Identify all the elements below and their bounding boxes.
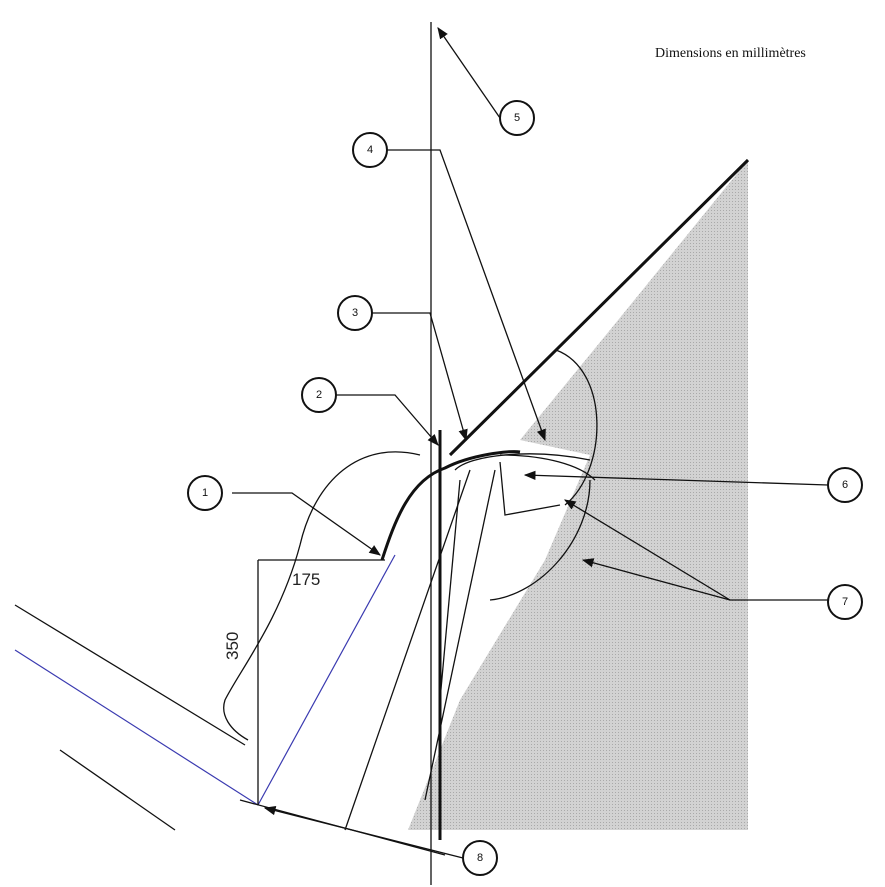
svg-text:4: 4: [367, 144, 373, 156]
head-contour: [223, 451, 421, 741]
slanted-plate-b: [424, 469, 496, 801]
dim-height-label: 350: [223, 632, 242, 660]
radius-arc-inner: [499, 454, 596, 481]
units-note: Dimensions en millimètres: [655, 46, 806, 61]
construction-line-a: [257, 554, 396, 806]
leader-3: [372, 312, 468, 442]
construction-line-b: [14, 649, 259, 806]
callout-8: 8: [462, 840, 498, 876]
arm-line-a: [14, 604, 246, 746]
radius-arc-large: [555, 349, 598, 506]
svg-text:2: 2: [316, 389, 322, 401]
svg-text:5: 5: [514, 112, 520, 124]
leader-7b: [581, 558, 731, 601]
leader-4: [387, 149, 546, 442]
callout-4: 4: [352, 132, 388, 168]
guard-contour: [380, 450, 521, 561]
slanted-plate-c: [439, 479, 461, 701]
leader-6: [523, 470, 829, 486]
shaded-edge: [448, 158, 750, 457]
leader-1: [232, 492, 381, 556]
inner-contour: [499, 461, 561, 516]
radius-arc-outer: [489, 479, 591, 601]
slanted-plate-a: [344, 469, 471, 831]
svg-text:1: 1: [202, 487, 208, 499]
shaded-region: [408, 160, 748, 830]
dim-width-label: 175: [292, 570, 320, 589]
bumper-outline: [454, 453, 591, 471]
leader-8: [263, 806, 464, 859]
svg-text:3: 3: [352, 307, 358, 319]
callout-1: 1: [187, 475, 223, 511]
leader-2: [336, 394, 439, 446]
arm-line-b: [59, 749, 176, 831]
leader-5: [437, 27, 501, 119]
callout-6: 6: [827, 467, 863, 503]
svg-text:7: 7: [842, 596, 848, 608]
callout-3: 3: [337, 295, 373, 331]
svg-text:6: 6: [842, 479, 848, 491]
callout-5: 5: [499, 100, 535, 136]
callout-2: 2: [301, 377, 337, 413]
svg-text:8: 8: [477, 852, 483, 864]
callout-7: 7: [827, 584, 863, 620]
